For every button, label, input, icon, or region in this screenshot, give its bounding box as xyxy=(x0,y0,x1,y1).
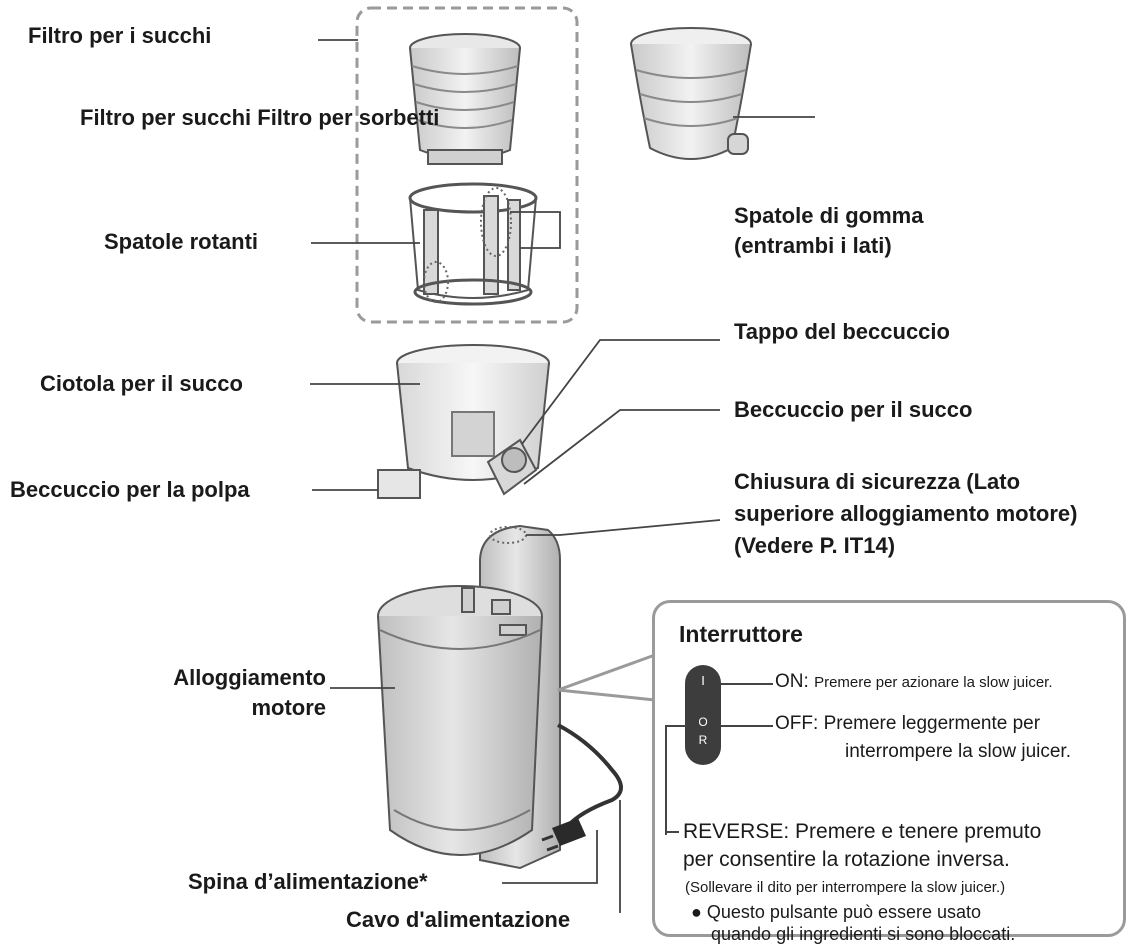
label-rubber-brushes-2: (entrambi i lati) xyxy=(734,233,892,258)
bullet-line-1: ● Questo pulsante può essere usato xyxy=(691,902,982,922)
label-plug: Spina d’alimentazione* xyxy=(188,869,428,894)
reverse-note: (Sollevare il dito per interrompere la s… xyxy=(685,879,1006,896)
label-safety-lock-1: Chiusura di sicurezza (Lato xyxy=(734,469,1021,494)
reverse-line-2: per consentire la rotazione inversa. xyxy=(683,848,1010,871)
label-cord: Cavo d'alimentazione xyxy=(346,907,571,932)
on-key: ON: xyxy=(775,671,809,692)
off-row: OFF: Premere leggermente per xyxy=(775,711,1040,737)
label-spout-cap: Tappo del beccuccio xyxy=(734,319,950,344)
rotating-brush-drawing xyxy=(408,182,538,306)
on-row: ON: Premere per azionare la slow juicer. xyxy=(775,669,1053,696)
reverse-symbol: R xyxy=(698,733,708,747)
leader-lines xyxy=(310,39,815,913)
bullet-line-2: quando gli ingredienti si sono bloccati. xyxy=(711,924,1016,944)
label-juice-bowl: Ciotola per il succo xyxy=(40,371,243,396)
label-rotating-brush: Spatole rotanti xyxy=(104,229,259,254)
panel-pointer xyxy=(557,652,657,702)
juice-filter-drawing xyxy=(409,33,521,165)
off-symbol: O xyxy=(698,715,708,729)
juice-bowl-drawing xyxy=(377,344,550,499)
off-desc-2: interrompere la slow juicer. xyxy=(845,741,1071,762)
label-juice-filter: Filtro per i succhi xyxy=(28,23,212,48)
label-rubber-brushes-1: Spatole di gomma xyxy=(734,203,924,228)
filter-group-box xyxy=(355,6,579,324)
switch-panel: Interruttore I O R ON: Premere per azion… xyxy=(652,600,1126,944)
label-safety-lock-2: superiore alloggiamento motore) xyxy=(734,501,1078,526)
sorbet-filter-drawing xyxy=(630,27,752,160)
label-safety-lock-3: (Vedere P. IT14) xyxy=(734,533,896,558)
off-leader xyxy=(721,725,773,727)
reverse-leader-end xyxy=(665,831,679,833)
label-motor-housing-1: Alloggiamento xyxy=(173,665,326,690)
off-desc-1: Premere leggermente per xyxy=(823,713,1041,734)
label-motor-housing-2: motore xyxy=(251,695,326,720)
cord-drawing xyxy=(541,723,623,852)
on-desc: Premere per azionare la slow juicer. xyxy=(814,674,1053,691)
switch-panel-title: Interruttore xyxy=(679,621,803,647)
label-filter-names: Filtro per succhi Filtro per sorbetti xyxy=(80,105,440,130)
off-key: OFF: xyxy=(775,713,819,734)
on-leader xyxy=(721,683,773,685)
switch-button-graphic: I O R xyxy=(685,665,721,765)
reverse-leader xyxy=(665,725,687,835)
on-symbol: I xyxy=(701,673,705,688)
motor-housing-drawing xyxy=(377,524,561,870)
reverse-line-1: REVERSE: Premere e tenere premuto xyxy=(683,820,1042,843)
label-pulp-spout: Beccuccio per la polpa xyxy=(10,477,250,502)
label-juice-spout: Beccuccio per il succo xyxy=(734,397,973,422)
